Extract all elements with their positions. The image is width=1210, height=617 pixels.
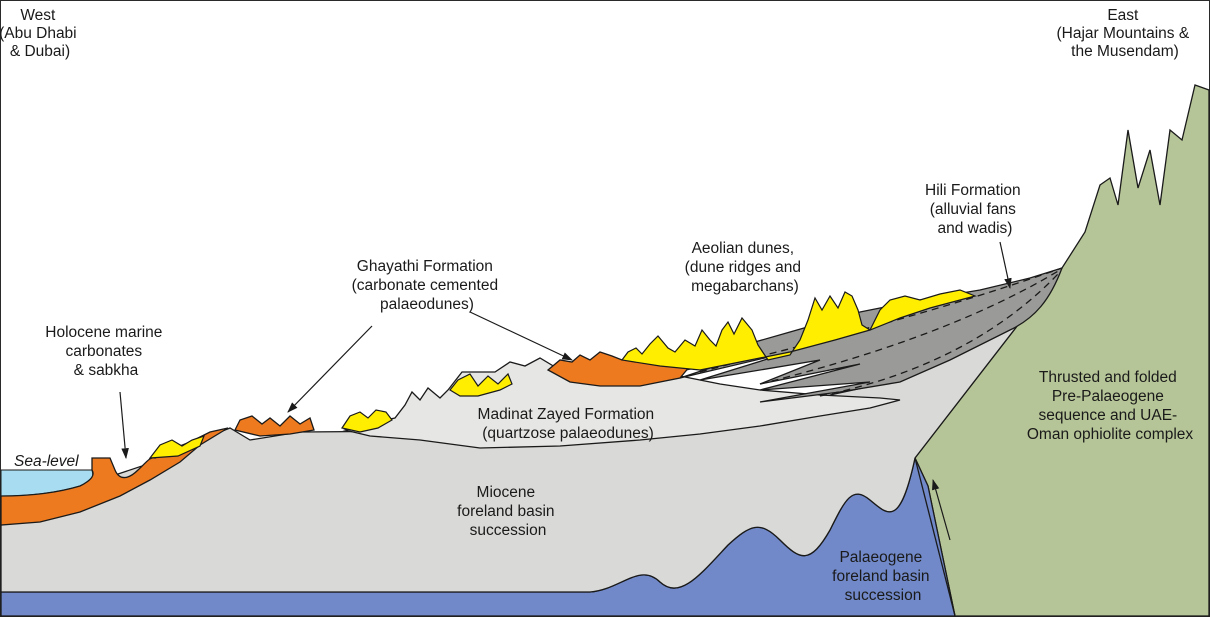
thrusted-label: Thrusted and folded Pre-Palaeogene seque…: [1027, 369, 1194, 443]
thrust-fault-line: [914, 457, 956, 617]
palaeogene-label: Palaeogene foreland basin succession: [832, 549, 934, 604]
hili-label: Hili Formation (alluvial fans and wadis): [925, 182, 1025, 237]
holocene-arrow: [119, 391, 129, 460]
aeolian-label: Aeolian dunes, (dune ridges and megabarc…: [685, 240, 806, 295]
east-label: East (Hajar Mountains & the Musendam): [1057, 7, 1194, 60]
ghayathi-patch-west: [234, 415, 315, 437]
fault-movement-arrow: [932, 478, 951, 541]
ghayathi-label: Ghayathi Formation (carbonate cemented p…: [352, 258, 503, 313]
hili-dashed-line-2: [759, 269, 1061, 385]
ghayathi-arrow-east: [469, 311, 573, 361]
madinat-zayed-label: Madinat Zayed Formation (quartzose palae…: [478, 406, 659, 442]
ghayathi-arrow-west: [287, 325, 373, 413]
hili-arrow: [999, 241, 1012, 290]
aeolian-dune-field-east: [620, 289, 977, 371]
hili-dashed-line-3: [819, 273, 1059, 397]
holocene-label: Holocene marine carbonates & sabkha: [45, 324, 167, 379]
west-label: West (Abu Dhabi & Dubai): [0, 7, 81, 60]
thrust-belt-polygon: [914, 84, 1210, 617]
aeolian-dune-middle: [449, 372, 513, 397]
aeolian-dune-coastal: [148, 435, 206, 459]
sea-level-label: Sea-level: [14, 453, 79, 470]
aeolian-dune-west: [341, 409, 393, 433]
miocene-label: Miocene foreland basin succession: [457, 484, 559, 539]
